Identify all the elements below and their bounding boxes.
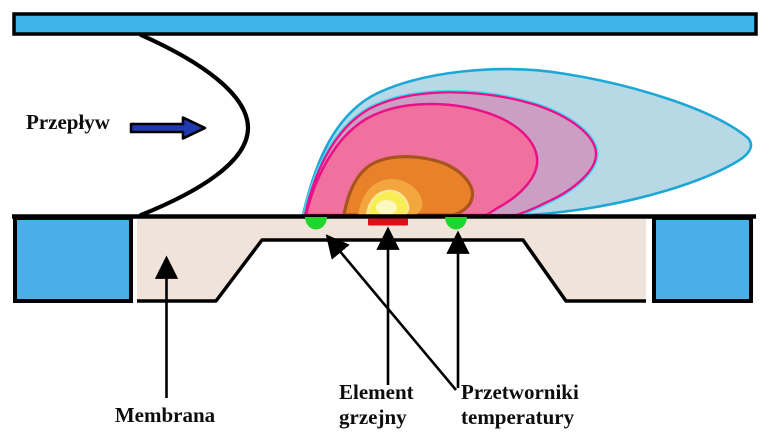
membrane-body xyxy=(137,219,646,301)
sensor-left-pointer-line xyxy=(325,234,457,391)
pointer-arrows xyxy=(154,226,470,398)
sensors-label-line2: temperatury xyxy=(461,405,575,429)
temp-sensor-left xyxy=(305,217,327,230)
left-support-block xyxy=(13,216,133,303)
membrane-label: Membrana xyxy=(114,403,216,427)
sensors-label-line1: Przetworniki xyxy=(461,380,579,404)
temp-sensor-right xyxy=(445,217,467,230)
flow-profile-curve xyxy=(138,32,251,218)
flow-label: Przepływ xyxy=(26,110,110,134)
heater-label-line2: grzejny xyxy=(339,405,407,429)
top-channel-wall xyxy=(12,12,758,36)
flow-direction-arrow-icon xyxy=(129,116,207,140)
heater-element xyxy=(368,218,408,226)
heater-label-line1: Element xyxy=(339,380,414,404)
right-support-block xyxy=(652,216,753,303)
sensors-label: Przetworniki temperatury xyxy=(461,380,579,430)
thermal-plume xyxy=(301,67,753,218)
heater-label: Element grzejny xyxy=(339,380,414,430)
plume-core xyxy=(376,200,397,215)
